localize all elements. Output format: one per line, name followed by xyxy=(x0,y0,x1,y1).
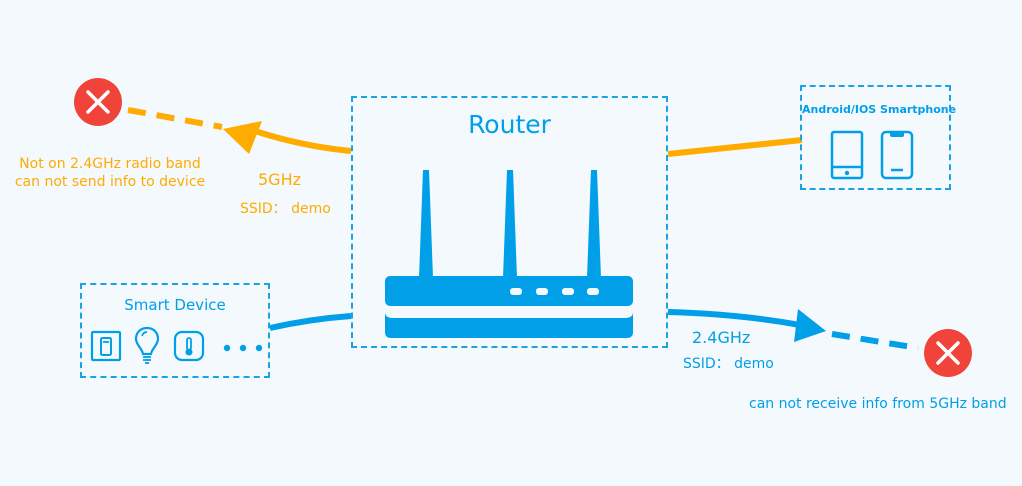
wall-switch-icon xyxy=(90,330,122,362)
smartphone-box-title: Android/IOS Smartphone xyxy=(802,103,957,116)
router-title: Router xyxy=(468,110,551,139)
error-x-icon xyxy=(924,329,972,377)
band-label-5ghz: 5GHz xyxy=(258,170,302,189)
thermometer-icon xyxy=(173,330,205,362)
error-x-icon xyxy=(74,78,122,126)
band-label-24ghz: 2.4GHz xyxy=(692,328,751,347)
more-dots-icon xyxy=(223,344,263,352)
orange-dashed-link xyxy=(127,107,223,130)
blue-link-device-router xyxy=(269,313,352,331)
router-box: Router xyxy=(351,96,668,348)
ssid-label-24ghz: SSID： demo xyxy=(683,356,774,372)
smart-device-box-title: Smart Device xyxy=(124,296,226,314)
router-icon xyxy=(385,170,633,338)
error-message-5ghz-line1: Not on 2.4GHz radio band xyxy=(19,156,201,172)
orange-link-phone-router xyxy=(667,137,803,157)
error-message-24ghz: can not receive info from 5GHz band xyxy=(749,396,1007,412)
blue-dashed-link xyxy=(831,331,919,351)
smartphone-box: Android/IOS Smartphone xyxy=(800,85,957,190)
smartphone-icon xyxy=(880,130,914,180)
orange-arrowhead xyxy=(223,121,262,154)
blue-link-24ghz xyxy=(667,309,801,328)
ssid-label-5ghz: SSID： demo xyxy=(240,201,331,217)
tablet-icon xyxy=(830,130,864,180)
error-message-5ghz: Not on 2.4GHz radio band can not send in… xyxy=(0,155,220,191)
blue-arrowhead xyxy=(794,309,826,342)
orange-link-5ghz xyxy=(251,127,352,154)
error-message-5ghz-line2: can not send info to device xyxy=(14,174,206,190)
light-bulb-icon xyxy=(134,326,160,364)
smart-device-box: Smart Device xyxy=(80,283,270,378)
